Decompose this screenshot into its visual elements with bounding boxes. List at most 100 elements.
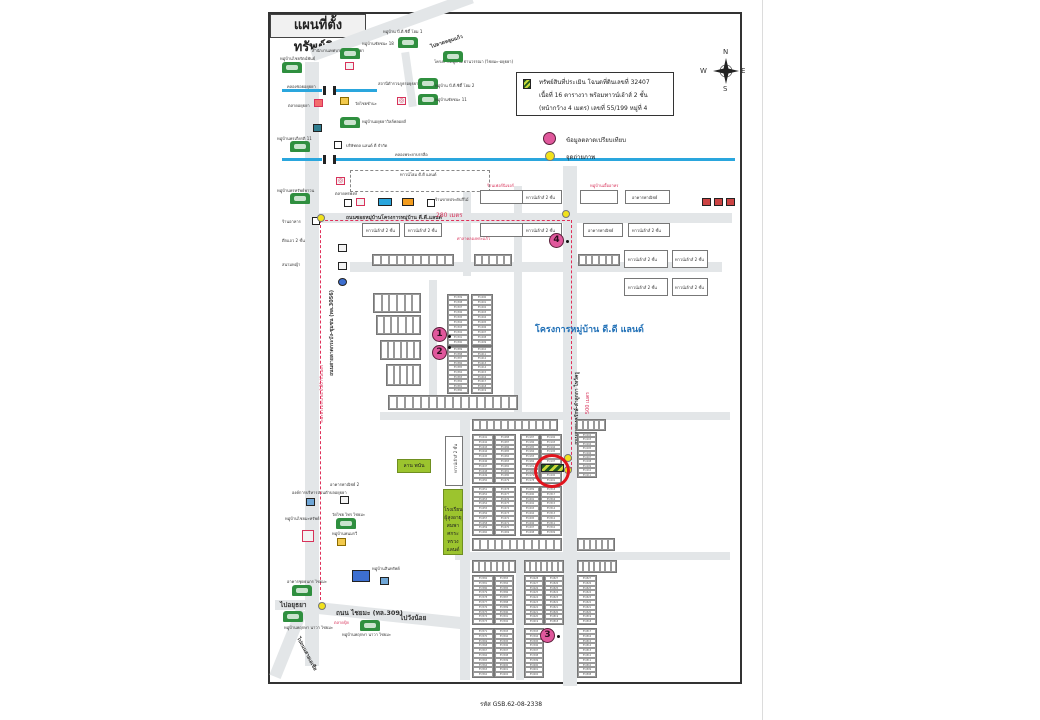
plot-cell: 55/823 [545, 595, 563, 600]
building-block [445, 436, 463, 486]
plot-cell: 55/207 [578, 455, 596, 460]
plot-cell [610, 561, 616, 572]
plot-cell: 55/593 [495, 629, 513, 634]
plot-cell: 55/203 [578, 437, 596, 442]
plot-cell: 55/568 [473, 643, 493, 649]
place-label: หมู่บ้านพฤกษา นาวา ไชยมะ [342, 632, 392, 637]
comparable-marker-2[interactable]: 2 [432, 345, 447, 360]
plot-cell: 55/820 [578, 609, 596, 615]
comparable-marker-3[interactable]: 3 [540, 628, 555, 643]
shop-icon [356, 198, 365, 206]
plot-cell: 55/390 [448, 340, 468, 345]
canal-top-left [282, 89, 322, 92]
plot-block [372, 254, 454, 266]
place-label: ร้านอาหาร [282, 219, 301, 224]
plot-cell: 55/624 [525, 595, 543, 600]
canal-middle-right [335, 158, 735, 161]
plot-cell [413, 255, 421, 265]
plot-cell: 55/381 [448, 383, 468, 389]
plot-cell [494, 420, 501, 430]
plot-cell [477, 396, 485, 409]
plot-cell [584, 539, 590, 550]
plot-cell [413, 396, 421, 409]
plot-cell: 55/400 [472, 295, 492, 300]
plot-cell: 55/569 [473, 638, 493, 644]
place-label: ตลาดพรพงษ์ [335, 191, 357, 196]
building-label: ทาวน์เฮ้าส์ 2 ชั้น [628, 285, 657, 290]
plot-cell: 55/407 [472, 330, 492, 335]
plot-cell [550, 420, 557, 430]
plot-cell: 55/476 [495, 496, 515, 502]
plot-cell: 55/514 [541, 506, 561, 511]
plot-cell: 55/582 [473, 576, 493, 581]
plot-cell: 55/511 [541, 520, 561, 526]
plot-cell [412, 316, 420, 334]
plot-cell [479, 561, 485, 572]
photo-point-icon[interactable] [318, 602, 326, 610]
plot-cell: 55/823 [578, 595, 596, 600]
photo-point-icon[interactable] [562, 210, 570, 218]
place-label: หมู่บ้าน บี.ดี.ซิตี้ โฮม 2 [435, 83, 475, 88]
plot-cell [445, 396, 453, 409]
building-block [672, 278, 708, 296]
plot-cell [515, 420, 522, 430]
plot-cell: 55/194 [541, 444, 561, 450]
plot-cell [407, 341, 414, 359]
legend-subject-line: (หน้ากว้าง 4 เมตร) เลขที่ 55/199 หมู่ที่… [539, 105, 648, 112]
plot-cell [599, 420, 605, 430]
plot-cell: 55/415 [472, 369, 492, 375]
plot-cell [599, 561, 606, 572]
comparable-marker-4[interactable]: 4 [549, 233, 564, 248]
plot-cell: 55/451 [473, 487, 493, 492]
plot-cell: 55/382 [448, 379, 468, 384]
plot-cell [612, 255, 619, 265]
plot-cell: 55/821 [578, 604, 596, 610]
canal-gate [333, 86, 336, 95]
place-label: วัดไชย ไทร ไชยมะ [332, 512, 366, 517]
place-label: ตลาดปุ้ย [334, 620, 349, 625]
distance-top-road: 280 เมตร [436, 212, 463, 219]
plot-cell: 55/599 [525, 657, 543, 663]
plot-cell [585, 255, 593, 265]
plot-cell [501, 420, 508, 430]
plot-cell: 55/388 [448, 351, 468, 357]
plot-cell [557, 561, 563, 572]
soi-road-second [350, 262, 722, 272]
photo-point-icon[interactable] [317, 214, 325, 222]
place-label: ตลาดอยุธยา [288, 103, 310, 108]
plot-cell [598, 255, 606, 265]
shop-icon [338, 262, 347, 270]
plot-block [524, 560, 564, 573]
plot-cell: 55/588 [495, 600, 513, 605]
village-icon [360, 620, 380, 631]
plot-cell: 55/487 [495, 439, 515, 445]
plot-cell: 55/483 [495, 459, 515, 464]
building-block [625, 190, 670, 204]
plot-cell: 55/411 [472, 351, 492, 357]
plot-cell [405, 316, 413, 334]
plot-cell [529, 420, 536, 430]
plot-cell: 55/397 [448, 305, 468, 310]
village-icon [418, 78, 438, 89]
plot-cell: 55/819 [578, 614, 596, 620]
plot-cell: 55/819 [545, 614, 563, 620]
comparable-marker-1[interactable]: 1 [432, 327, 447, 342]
reference-code: รหัส GSB.62-08-2338 [480, 701, 543, 708]
compass-north: N [723, 48, 729, 56]
plot-cell: 55/627 [525, 580, 543, 586]
plot-cell [509, 396, 517, 409]
plot-cell [400, 365, 407, 385]
building-block [628, 223, 670, 237]
place-label: หมู่บ้านเอื้ออาทร [590, 183, 619, 188]
plot-cell: 55/404 [472, 315, 492, 320]
plot-cell [546, 561, 553, 572]
plot-cell: 55/208 [578, 459, 596, 464]
place-label: หมู่บ้านไชยรัตน์พันธ์ [280, 56, 316, 61]
plot-cell: 55/459 [473, 525, 493, 531]
office-building-icon [380, 577, 389, 585]
plot-cell: 55/399 [448, 295, 468, 300]
plot-cell: 55/402 [472, 305, 492, 310]
plot-cell: 55/457 [473, 515, 493, 521]
plot-cell [583, 561, 589, 572]
